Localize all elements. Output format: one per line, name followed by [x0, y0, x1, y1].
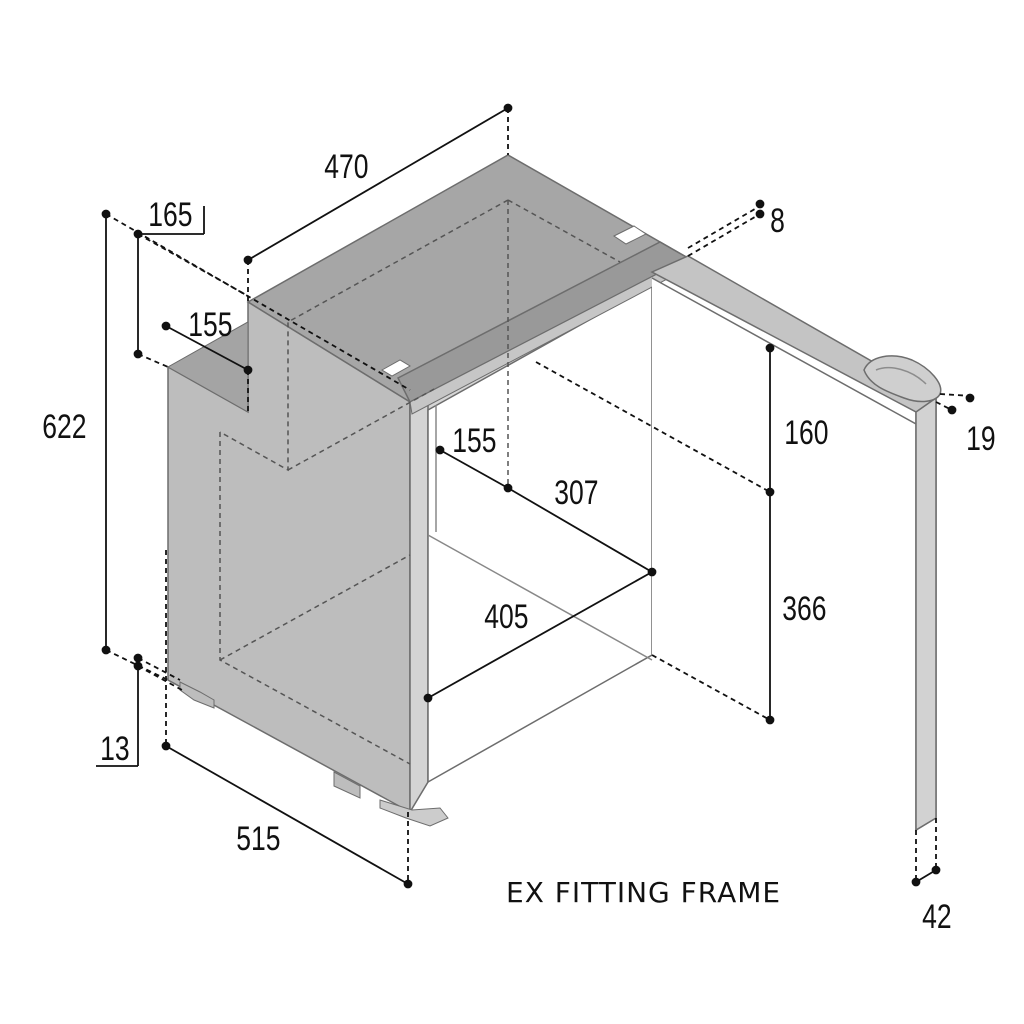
- label-515: 515: [236, 820, 280, 858]
- label-307: 307: [554, 474, 598, 512]
- top-clip-right: [613, 225, 647, 245]
- door-handle-icon: [863, 355, 942, 403]
- label-165: 165: [148, 196, 192, 234]
- label-622: 622: [42, 408, 86, 446]
- front-frame-left-post: [409, 390, 429, 815]
- door: [650, 255, 942, 832]
- drawing-caption: EX FITTING FRAME: [506, 876, 781, 909]
- label-366: 366: [782, 590, 826, 628]
- interior-floor-line: [427, 534, 653, 661]
- label-13: 13: [100, 730, 130, 768]
- label-155-shelf: 155: [452, 422, 496, 460]
- label-42: 42: [922, 898, 952, 936]
- label-19: 19: [966, 420, 996, 458]
- label-160: 160: [784, 414, 828, 452]
- dimension-lines: [96, 103, 975, 889]
- hidden-edges: [219, 199, 621, 765]
- cabinet-body: [166, 154, 690, 827]
- top-clip-left: [381, 359, 411, 377]
- door-edge-strip: [915, 396, 937, 832]
- foot-mid: [333, 771, 361, 799]
- dimension-labels: 470 165 155 622 155 307 160 366 405 8 19…: [42, 148, 995, 936]
- foot-left: [179, 681, 215, 709]
- label-405: 405: [484, 598, 528, 636]
- foot-right: [379, 799, 449, 827]
- label-155-recess: 155: [188, 306, 232, 344]
- label-8: 8: [770, 202, 785, 240]
- label-470: 470: [324, 148, 368, 186]
